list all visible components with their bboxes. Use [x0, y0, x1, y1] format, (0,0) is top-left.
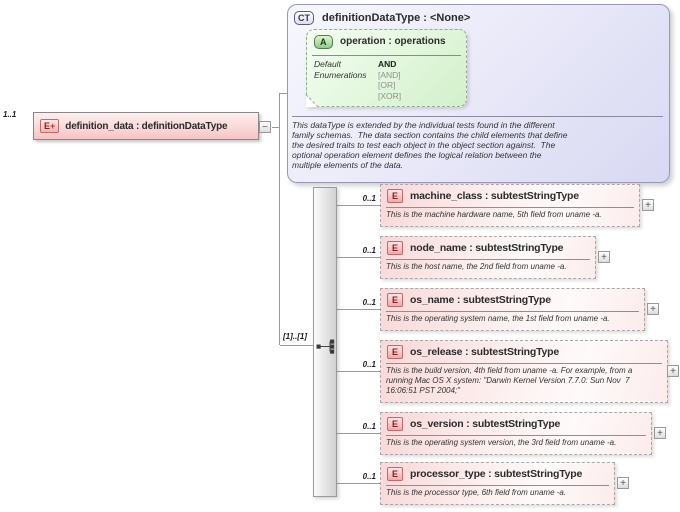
element-icon: E	[387, 293, 404, 307]
documentation-text: This is the processor type, 6th field fr…	[386, 488, 567, 497]
connector-line	[337, 433, 380, 434]
divider	[292, 116, 663, 117]
connector-line	[337, 205, 380, 206]
divider	[386, 259, 590, 260]
expand-icon[interactable]: +	[654, 427, 666, 439]
element-label: definition_data : definitionDataType	[65, 120, 228, 132]
element-icon: E	[387, 417, 404, 431]
documentation-text: This is the operating system version, th…	[386, 438, 617, 447]
enumeration-value: [OR]	[378, 80, 396, 90]
element-icon: E	[387, 345, 404, 359]
enumeration-value: [AND]	[378, 69, 401, 80]
divider	[386, 207, 634, 208]
element-label: os_release : subtestStringType	[410, 346, 560, 358]
connector-line	[280, 345, 314, 346]
complextype-definitionDataType-box[interactable]: CT definitionDataType : <None> A operati…	[287, 4, 670, 183]
expand-icon[interactable]: +	[598, 251, 610, 263]
cardinality-label: 0..1	[362, 360, 376, 369]
element-label: machine_class : subtestStringType	[410, 190, 579, 202]
attribute-facets: Default AND Enumerations [AND] [OR] [XOR…	[314, 59, 462, 101]
connector-line	[337, 371, 380, 372]
cardinality-label: 0..1	[362, 298, 376, 307]
connector-line	[272, 127, 280, 128]
expand-icon[interactable]: +	[667, 365, 679, 377]
element-label: os_version : subtestStringType	[410, 418, 561, 430]
element-label: processor_type : subtestStringType	[410, 468, 583, 480]
divider	[312, 55, 461, 56]
sequence-cardinality-label: [1]..[1]	[283, 332, 307, 341]
connector-line	[337, 257, 380, 258]
expand-icon[interactable]: +	[647, 303, 659, 315]
cardinality-label: 0..1	[362, 472, 376, 481]
complextype-icon: CT	[294, 11, 314, 25]
element-label: node_name : subtestStringType	[410, 242, 564, 254]
documentation-text: This is the machine hardware name, 5th f…	[386, 210, 602, 219]
connector-line	[337, 483, 380, 484]
element-label: os_name : subtestStringType	[410, 294, 551, 306]
element-icon: E	[387, 189, 404, 203]
connector-line	[280, 93, 288, 94]
cardinality-label: 0..1	[362, 194, 376, 203]
attribute-title: operation : operations	[340, 36, 446, 47]
sequence-icon	[316, 339, 335, 354]
cardinality-label: 0..1	[362, 422, 376, 431]
divider	[386, 311, 639, 312]
collapse-icon[interactable]: −	[259, 121, 271, 133]
facet-default-label: Default	[314, 59, 341, 69]
element-definition_data[interactable]: E+ definition_data : definitionDataType	[33, 112, 259, 140]
enumeration-value: [XOR]	[378, 90, 402, 101]
attribute-operation-box[interactable]: A operation : operations Default AND Enu…	[305, 29, 467, 108]
divider	[386, 435, 646, 436]
attribute-icon: A	[314, 35, 333, 49]
cardinality-label: 0..1	[362, 246, 376, 255]
connector-line	[337, 309, 380, 310]
expand-icon[interactable]: +	[642, 199, 654, 211]
documentation-text: This is the build version, 4th field fro…	[386, 366, 633, 395]
cardinality-label: 1..1	[3, 110, 17, 119]
element-plus-icon: E+	[40, 119, 60, 133]
facet-default-value: AND	[378, 59, 397, 69]
element-icon: E	[387, 241, 404, 255]
facet-enumerations-label: Enumerations	[314, 69, 367, 80]
documentation-text: This dataType is extended by the individ…	[292, 120, 568, 170]
element-icon: E	[387, 467, 404, 481]
documentation-text: This is the operating system name, the 1…	[386, 314, 610, 323]
divider	[386, 363, 662, 364]
divider	[386, 485, 609, 486]
documentation-text: This is the host name, the 2nd field fro…	[386, 262, 567, 271]
connector-line	[279, 93, 280, 345]
expand-icon[interactable]: +	[617, 477, 629, 489]
complextype-title: definitionDataType : <None>	[322, 12, 471, 24]
facet-enumerations-values: [AND] [OR] [XOR]	[378, 70, 462, 102]
